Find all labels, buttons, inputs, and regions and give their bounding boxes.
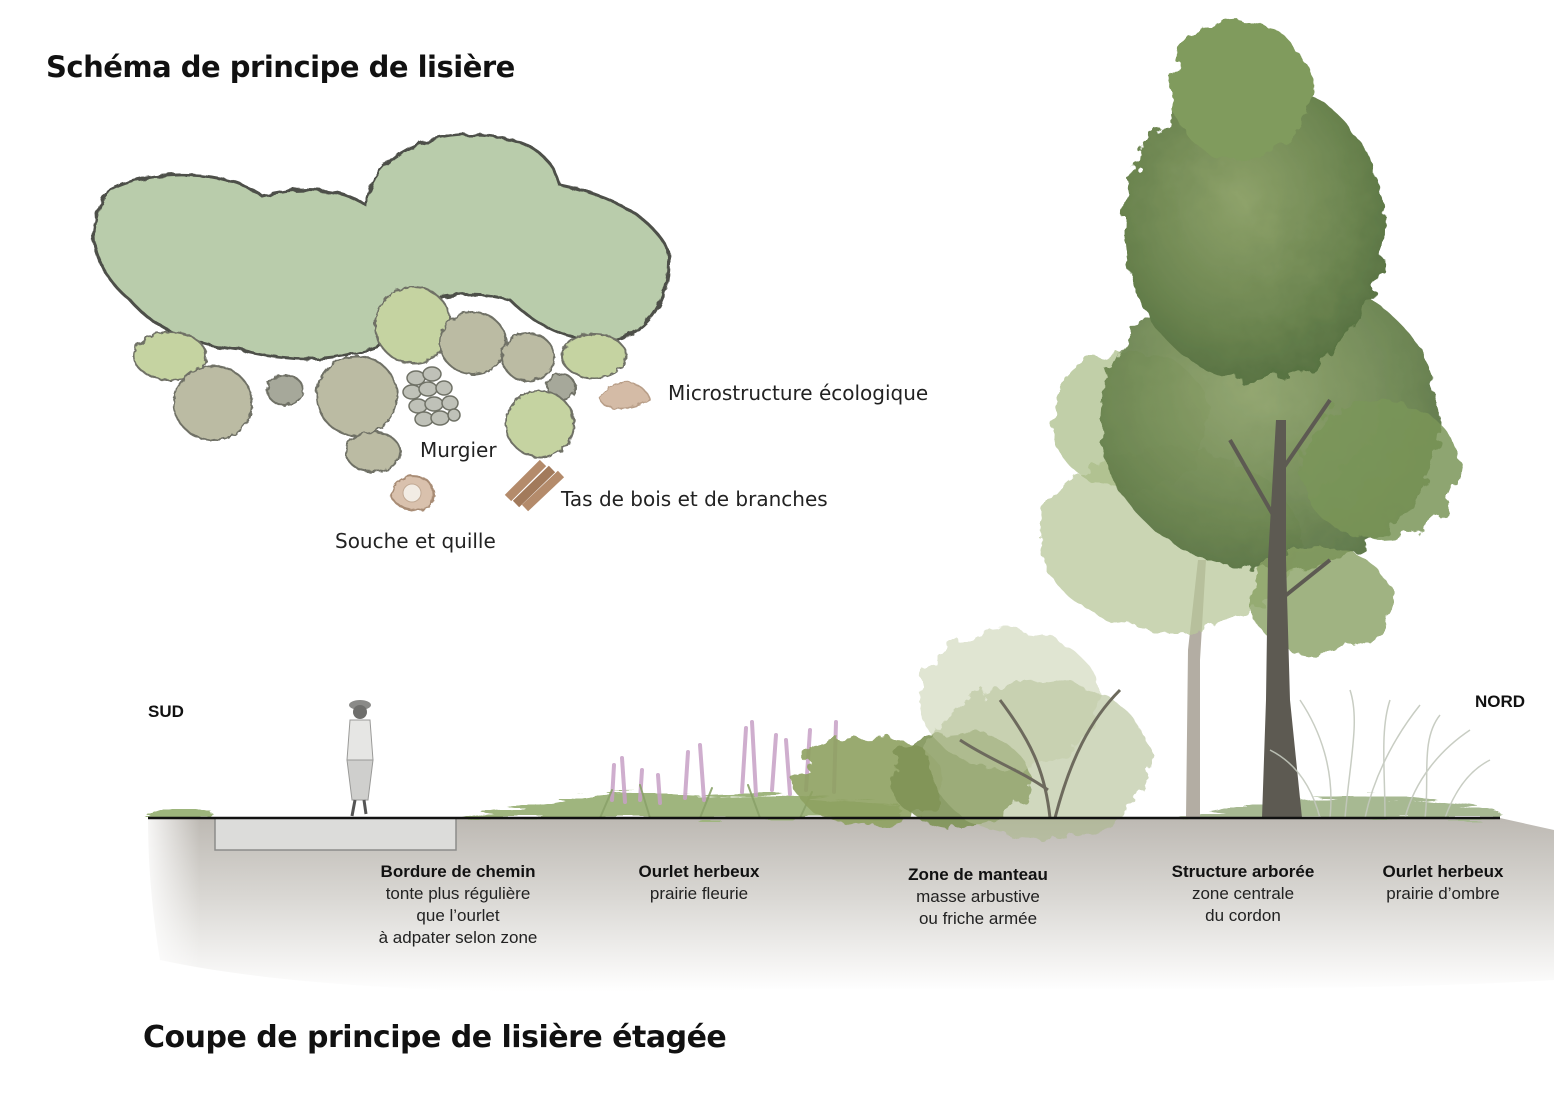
shrub (505, 390, 575, 458)
grass-strip (145, 792, 1500, 818)
soil-profile (140, 818, 1554, 998)
zone-shade-meadow: Ourlet herbeux prairie d’ombre (1383, 861, 1504, 905)
label-stump: Souche et quille (335, 529, 496, 553)
zone-line: prairie fleurie (649, 884, 749, 903)
shrub (173, 365, 253, 441)
shrub (345, 431, 401, 473)
zone-path-edge: Bordure de chemin tonte plus régulière q… (379, 861, 538, 949)
shrub (133, 331, 207, 381)
zone-line: masse arbustive (916, 887, 1040, 906)
shrub-mantle (795, 630, 1150, 840)
zone-line: ou friche armée (918, 909, 1038, 928)
shrub (316, 355, 398, 437)
path-slab (214, 817, 457, 851)
shrub (374, 286, 452, 364)
zone-line: à adpater selon zone (378, 928, 538, 947)
zone-title: Bordure de chemin (380, 862, 536, 881)
section-title: Coupe de principe de lisière étagée (143, 1020, 727, 1055)
zone-line: zone centrale (1191, 884, 1295, 903)
zone-line: que l’ourlet (416, 906, 500, 925)
zone-tree-structure: Structure arborée zone centrale du cordo… (1172, 861, 1315, 927)
orientation-north: NORD (1475, 692, 1526, 711)
label-microstructure: Microstructure écologique (668, 381, 929, 405)
zone-flower-meadow: Ourlet herbeux prairie fleurie (639, 861, 760, 905)
label-wood-pile: Tas de bois et de branches (561, 487, 828, 511)
zone-mantle: Zone de manteau masse arbustive ou frich… (908, 864, 1048, 930)
zone-line: du cordon (1205, 906, 1281, 925)
microstructure-icon (599, 381, 651, 410)
zone-line: tonte plus régulière (385, 884, 531, 903)
walking-person (346, 700, 374, 817)
wood-pile-icon (504, 459, 565, 512)
shrub (439, 311, 507, 375)
murgier-stone-pile (402, 366, 461, 427)
label-murgier: Murgier (420, 438, 497, 462)
plan-title: Schéma de principe de lisière (46, 50, 515, 84)
orientation-south: SUD (148, 702, 184, 721)
shade-grasses (1269, 689, 1491, 819)
zone-title: Zone de manteau (908, 865, 1048, 884)
stump-icon (390, 475, 435, 512)
shrub (266, 374, 304, 406)
zone-title: Ourlet herbeux (1382, 862, 1504, 881)
zone-title: Structure arborée (1171, 862, 1315, 881)
zone-line: prairie d’ombre (1386, 884, 1500, 903)
shrub-branches (959, 688, 1122, 819)
tall-tree (1100, 20, 1460, 818)
shrub (501, 332, 555, 382)
zone-title: Ourlet herbeux (638, 862, 760, 881)
shrub (561, 333, 627, 379)
